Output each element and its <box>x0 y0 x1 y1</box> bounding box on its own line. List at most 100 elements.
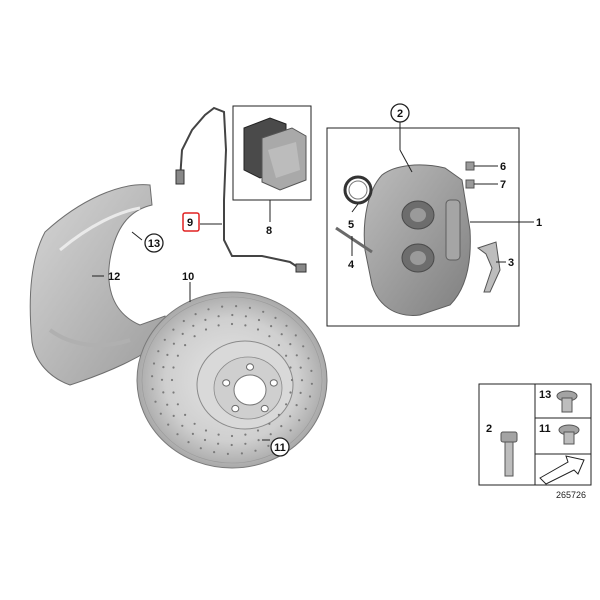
caliper-group-frame <box>326 127 520 327</box>
disc-hole <box>226 452 229 455</box>
disc-hole <box>289 343 292 346</box>
disc-hole <box>304 407 307 410</box>
disc-hole <box>159 412 162 415</box>
disc-hole <box>192 324 195 327</box>
disc-hole <box>166 353 169 356</box>
disc-hole <box>207 308 210 311</box>
callout-5: 5 <box>348 219 354 231</box>
disc-hole <box>157 350 160 353</box>
bleeder-screw[interactable] <box>465 161 475 171</box>
disc-hole <box>221 305 224 308</box>
hub-bolt-hole <box>260 404 269 413</box>
callout-11-label: 11 <box>274 442 286 454</box>
leader-lines <box>92 122 534 441</box>
disc-hole <box>268 422 271 425</box>
disc-hole <box>308 395 312 398</box>
disc-hole <box>166 403 169 406</box>
disc-hole <box>277 413 280 416</box>
disc-hole <box>300 379 304 382</box>
disc-hole <box>184 344 187 347</box>
disc-hole <box>193 422 196 425</box>
inset-label-11: 11 <box>539 423 551 435</box>
document-id: 265726 <box>556 490 586 500</box>
disc-hole <box>172 391 175 394</box>
disc-hole <box>254 449 257 452</box>
brake-pads[interactable] <box>243 117 307 191</box>
hub-bolt-hole <box>231 404 240 413</box>
callout-13-label: 13 <box>148 238 160 250</box>
arrow-icon <box>539 455 585 485</box>
disc-hole <box>280 425 283 428</box>
brake-shield[interactable] <box>29 184 169 386</box>
callout-8: 8 <box>266 225 272 237</box>
dust-cap[interactable] <box>465 179 475 189</box>
disc-hole <box>289 391 292 394</box>
spring-clip[interactable] <box>476 241 501 293</box>
disc-hole <box>194 313 197 316</box>
hub-bolt-hole <box>269 379 278 387</box>
disc-hole <box>257 439 260 442</box>
callout-10: 10 <box>182 271 194 283</box>
disc-hole <box>151 375 154 378</box>
disc-hole <box>176 433 179 436</box>
disc-hole <box>217 324 220 327</box>
hub-bolt-holes <box>222 363 278 413</box>
disc-hole <box>240 452 243 455</box>
inset-bolt-11[interactable] <box>558 424 580 445</box>
disc-hole <box>295 404 298 407</box>
disc-hole <box>176 354 179 357</box>
disc-hole <box>285 324 288 327</box>
disc-hole <box>172 414 175 417</box>
disc-hole <box>187 441 190 444</box>
disc-hole <box>248 306 251 309</box>
disc-hole <box>162 391 165 394</box>
disc-hole <box>172 342 175 345</box>
inset-bolt-13[interactable] <box>556 390 578 413</box>
disc-hole <box>152 362 156 365</box>
disc-hole <box>299 391 302 394</box>
disc-hole <box>151 388 154 391</box>
disc-hole <box>244 315 247 318</box>
callout-12: 12 <box>108 271 120 283</box>
disc-hole <box>170 378 174 382</box>
brake-caliper[interactable] <box>363 164 471 316</box>
disc-hole <box>277 344 280 347</box>
disc-hole <box>204 328 208 331</box>
disc-hole <box>203 438 207 442</box>
brake-wear-sensor[interactable] <box>175 106 307 273</box>
disc-hole <box>280 333 283 336</box>
disc-hole <box>270 325 273 328</box>
hub-bolt-hole <box>222 379 231 387</box>
brake-disc[interactable] <box>136 291 328 469</box>
guide-pin[interactable] <box>335 226 373 254</box>
disc-hole <box>268 335 271 338</box>
disc-hole <box>217 315 220 318</box>
disc-hole <box>167 423 170 426</box>
disc-hole <box>193 335 196 338</box>
disc-hole <box>244 442 247 445</box>
fastener-inset: 2 13 11 <box>478 383 592 486</box>
disc-hole <box>257 318 261 322</box>
hub-bolt-hole <box>246 363 254 371</box>
callout-11: 11 <box>270 437 290 457</box>
disc-hole <box>310 382 313 385</box>
disc-hole <box>256 328 260 331</box>
disc-hole <box>230 322 234 326</box>
callout-4: 4 <box>348 259 355 271</box>
callout-9-highlight[interactable]: 9 <box>182 212 200 232</box>
disc-hole <box>217 442 220 445</box>
disc-hole <box>244 433 247 436</box>
disc-hole <box>307 357 310 360</box>
disc-hole <box>184 413 187 416</box>
disc-hole <box>181 332 184 335</box>
callout-2-label: 2 <box>397 108 403 120</box>
disc-hole <box>299 366 302 369</box>
seal-ring[interactable] <box>343 175 373 205</box>
disc-hole <box>285 354 288 357</box>
disc-hole <box>285 403 288 406</box>
disc-hole <box>181 424 184 427</box>
callout-2: 2 <box>390 103 410 123</box>
inset-bolt-2[interactable] <box>500 431 518 477</box>
disc-hole <box>231 313 234 317</box>
callout-6: 6 <box>500 161 506 173</box>
